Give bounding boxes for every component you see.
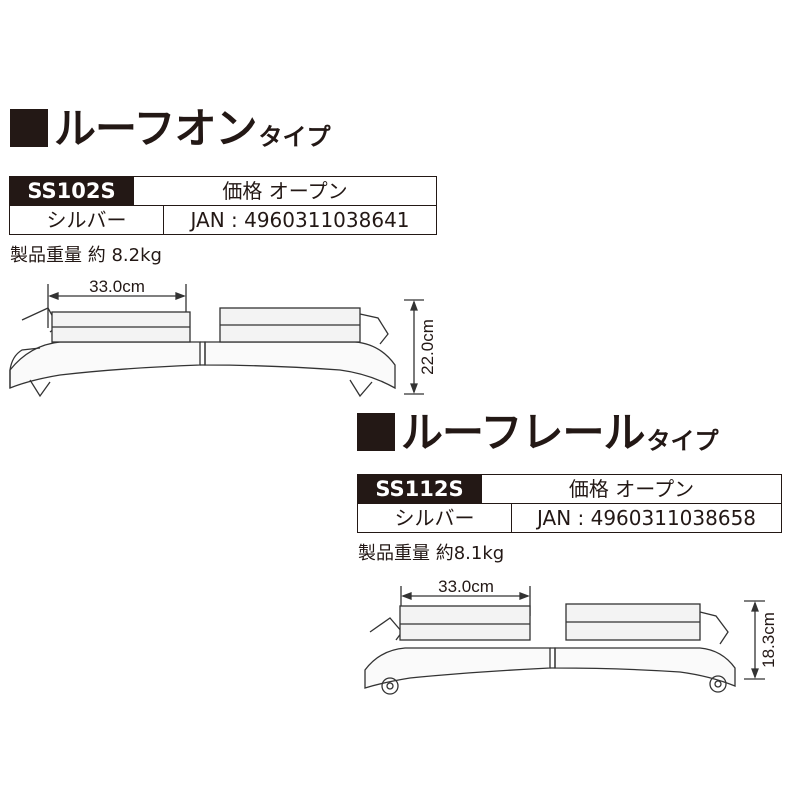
width-dimension-label: 33.0cm — [89, 277, 145, 296]
color-name: シルバー — [9, 205, 164, 235]
jan-code: JAN : 4960311038641 — [162, 205, 438, 235]
spec-table-ss102s: SS102S 価格 オープン シルバー JAN : 4960311038641 — [9, 176, 438, 235]
square-bullet-icon — [357, 413, 395, 451]
product-weight: 製品重量 約8.1kg — [358, 543, 505, 564]
price: 価格 オープン — [480, 474, 783, 504]
spec-table-ss112s: SS112S 価格 オープン シルバー JAN : 4960311038658 — [357, 474, 783, 533]
height-dimension-label: 18.3cm — [759, 612, 778, 668]
title-main: ルーフレール — [401, 408, 645, 457]
color-name: シルバー — [357, 503, 512, 533]
product-weight: 製品重量 約 8.2kg — [10, 245, 162, 266]
square-bullet-icon — [10, 109, 48, 147]
roof-on-carrier-drawing — [9, 284, 424, 398]
model-number: SS112S — [357, 474, 482, 504]
jan-code: JAN : 4960311038658 — [510, 503, 783, 533]
height-dimension-label: 22.0cm — [418, 319, 437, 375]
title-sub: タイプ — [646, 427, 719, 455]
title-main: ルーフオン — [54, 104, 257, 153]
title-roof-rail-type: ルーフレール タイプ — [357, 412, 718, 454]
model-number: SS102S — [9, 176, 134, 206]
product-diagram-roof-on: 33.0cm 22.0cm — [9, 277, 437, 398]
title-roof-on-type: ルーフオン タイプ — [10, 108, 330, 150]
roof-rail-carrier-drawing — [364, 586, 765, 695]
product-diagram-roof-rail: 33.0cm 18.3cm — [364, 577, 778, 695]
title-sub: タイプ — [258, 123, 331, 151]
width-dimension-label: 33.0cm — [438, 577, 494, 596]
price: 価格 オープン — [132, 176, 438, 206]
